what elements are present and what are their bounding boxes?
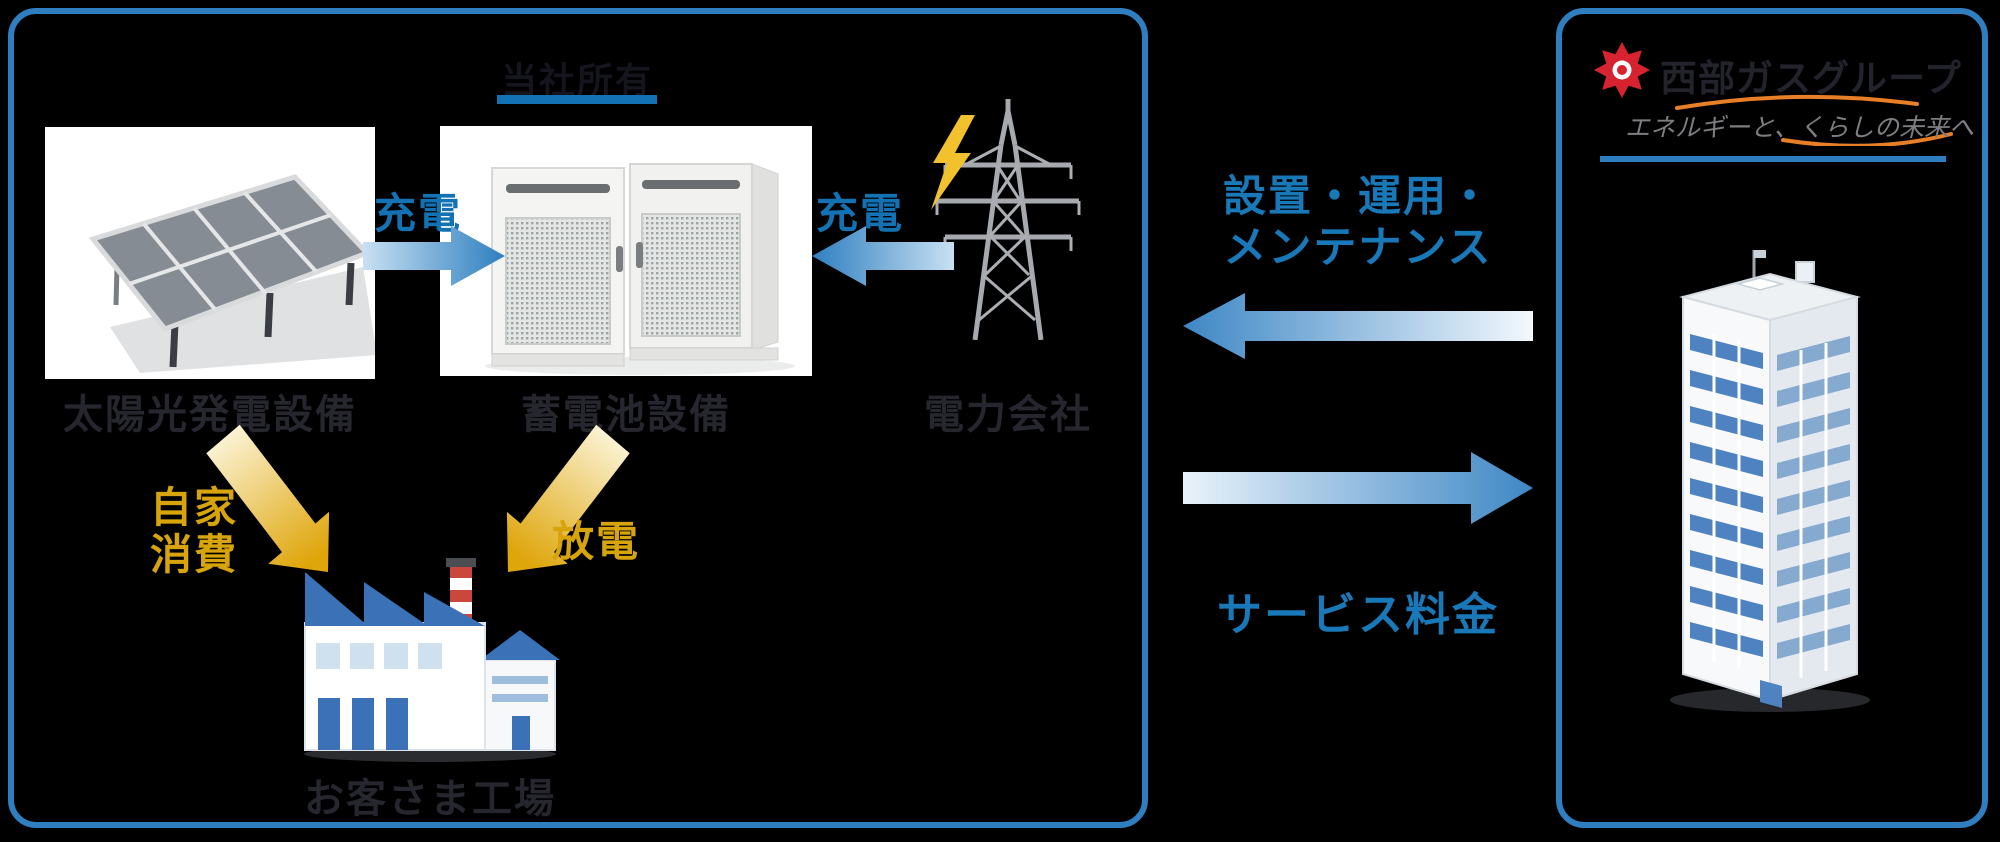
battery-ownership-title: 当社所有: [500, 60, 653, 101]
transmission-tower: [925, 95, 1090, 340]
charge-arrow-from-solar: [363, 226, 505, 286]
self-consumption-label: 自家 消費: [138, 484, 250, 578]
provider-to-customer-line1: 設置・運用・: [1223, 173, 1493, 221]
battery-label: 蓄電池設備: [521, 393, 731, 437]
company-tagline: エネルギーと、くらしの未来へ: [1625, 114, 1975, 142]
factory-label: お客さま工場: [304, 777, 556, 821]
battery-title-underline: [497, 95, 657, 104]
office-building-illustration: [1670, 250, 1870, 712]
tagline-swoosh-icon: [1675, 94, 1953, 146]
battery-photo: [440, 126, 812, 376]
charge-from-solar-label: 充電: [374, 190, 463, 237]
self-consumption-line1: 自家: [149, 484, 238, 531]
provider-to-customer-label: 設置・運用・ メンテナンス: [1180, 172, 1536, 274]
discharge-label: 放電: [552, 518, 641, 565]
provider-to-customer-arrow: [1183, 293, 1533, 359]
battery-cabinet-illustration: [485, 163, 795, 375]
company-name: 西部ガスグループ: [1660, 58, 1962, 99]
provider-to-customer-line2: メンテナンス: [1223, 224, 1493, 272]
customer-to-provider-label: サービス料金: [1216, 589, 1499, 640]
red-flower-mark-icon: [1594, 42, 1650, 98]
grid-label: 電力会社: [924, 393, 1092, 437]
provider-frame: [1556, 8, 1988, 828]
company-tagline-block: エネルギーと、くらしの未来へ: [1625, 94, 1975, 146]
factory: [300, 548, 560, 763]
self-consumption-line2: 消費: [149, 531, 238, 578]
solar-panel-illustration: [88, 174, 375, 373]
charge-arrow-from-grid: [812, 226, 954, 286]
transmission-tower-illustration: [931, 99, 1081, 340]
provider-building: [1648, 222, 1892, 722]
logo-divider-line: [1600, 156, 1946, 162]
self-consumption-arrow: [198, 424, 338, 574]
solar-label: 太陽光発電設備: [63, 393, 357, 437]
customer-to-provider-arrow: [1183, 452, 1533, 524]
customer-site-frame: [8, 8, 1148, 828]
charge-from-grid-label: 充電: [816, 190, 905, 237]
lightning-bolt-icon: [931, 115, 975, 210]
solar-panel-photo: [45, 127, 375, 379]
company-logo-mark: [1592, 40, 1652, 100]
discharge-arrow: [488, 424, 638, 579]
factory-illustration: [304, 558, 560, 762]
